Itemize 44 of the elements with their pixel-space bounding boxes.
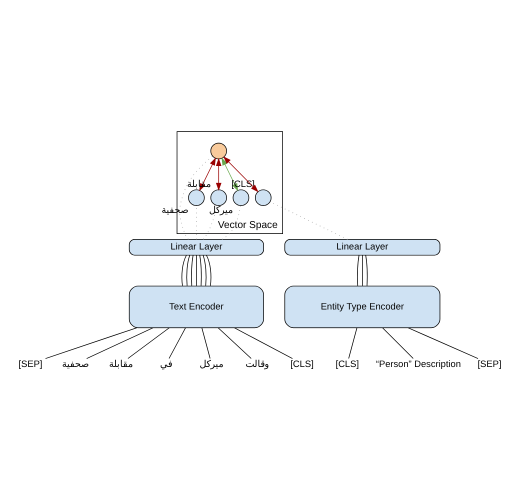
node-text: [SEP] [478, 358, 502, 368]
connector [408, 326, 478, 358]
node-text: وقالت [245, 358, 268, 368]
connector [128, 327, 170, 358]
connector [365, 254, 368, 286]
connector [218, 327, 252, 358]
node-circle [188, 188, 205, 206]
node-text: [CLS] [336, 358, 359, 368]
node-circle [210, 142, 227, 159]
node-text: [CLS] [290, 358, 314, 368]
node-circle [210, 188, 227, 206]
connector [86, 326, 154, 358]
arrow [216, 158, 222, 190]
connector [206, 254, 212, 286]
connector [348, 327, 358, 358]
node-text: “Person” Description [376, 358, 461, 368]
node-circle [254, 188, 272, 206]
node-box: Linear Layer [128, 238, 264, 256]
node-text: صحفية [62, 358, 90, 368]
connector [179, 155, 213, 240]
connector [196, 254, 197, 286]
connector [357, 254, 360, 286]
connector [45, 326, 138, 358]
connector [202, 327, 210, 358]
node-box: Entity Type Encoder [284, 285, 440, 328]
connector [182, 254, 187, 286]
node-circle [232, 188, 250, 206]
connector [234, 326, 293, 358]
connector [222, 204, 241, 240]
connector [191, 254, 194, 286]
node-text: مقابلة [108, 358, 133, 368]
node-box: Linear Layer [284, 238, 440, 256]
connector [202, 254, 206, 286]
node-text: في [160, 358, 172, 368]
connector [362, 254, 363, 286]
node-label: ميركل [208, 204, 233, 215]
connector [382, 327, 414, 358]
node-text: [SEP] [18, 358, 42, 368]
connector [199, 254, 202, 286]
connector [186, 254, 190, 286]
connector [202, 204, 218, 240]
node-box: Text Encoder [128, 285, 264, 328]
connector [168, 327, 186, 358]
node-text: ميركل [200, 358, 224, 368]
